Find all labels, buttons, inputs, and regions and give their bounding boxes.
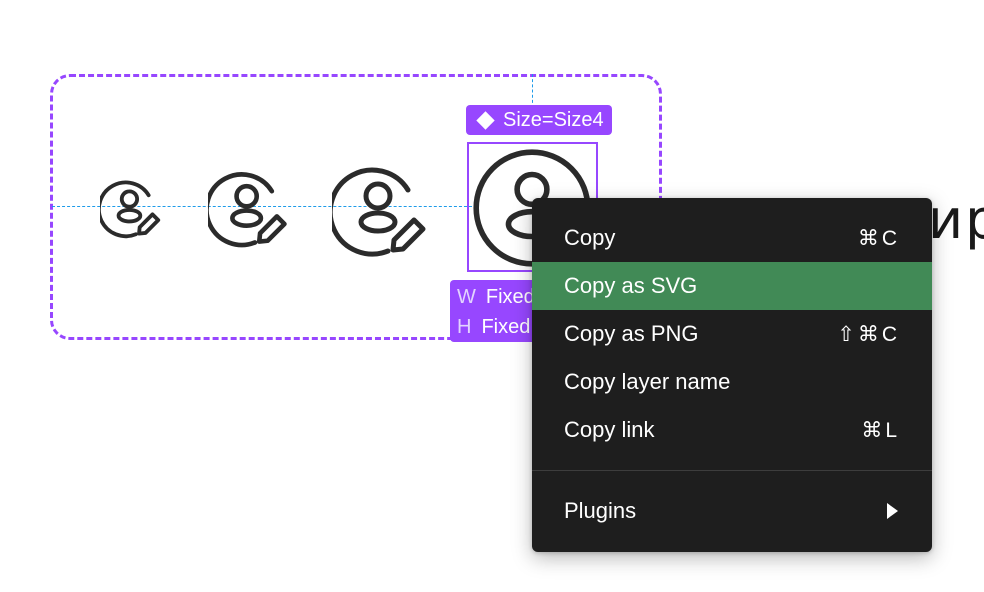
width-key: W	[457, 286, 476, 308]
component-diamond-icon	[476, 110, 495, 130]
user-edit-icon[interactable]	[100, 176, 164, 240]
menu-item-shortcut: ⌘L	[861, 418, 900, 442]
menu-item-label: Plugins	[564, 498, 637, 523]
height-key: H	[457, 316, 472, 338]
variant-property-label[interactable]: Size=Size4	[466, 105, 612, 135]
menu-item-label: Copy layer name	[564, 369, 731, 394]
user-edit-icon[interactable]	[208, 166, 292, 250]
menu-item-label: Copy link	[564, 417, 655, 442]
alignment-guide-vertical	[532, 74, 533, 134]
height-value: Fixed	[481, 316, 531, 338]
submenu-arrow-icon	[887, 503, 898, 519]
menu-item-label: Copy as PNG	[564, 321, 699, 346]
menu-item-copy-as-png[interactable]: Copy as PNG ⇧⌘C	[532, 310, 932, 358]
menu-item-copy-link[interactable]: Copy link ⌘L	[532, 406, 932, 454]
menu-divider	[532, 470, 932, 471]
menu-item-shortcut: ⌘C	[857, 226, 900, 250]
menu-item-label: Copy	[564, 225, 616, 250]
menu-item-copy-layer-name[interactable]: Copy layer name	[532, 358, 932, 406]
menu-item-copy-as-svg[interactable]: Copy as SVG	[532, 262, 932, 310]
background-canvas-text: ир	[928, 188, 984, 251]
height-constraint-row: H Fixed	[457, 312, 536, 342]
menu-item-plugins[interactable]: Plugins	[532, 487, 932, 535]
context-menu: Copy ⌘C Copy as SVG Copy as PNG ⇧⌘C Copy…	[532, 198, 932, 552]
menu-item-shortcut: ⇧⌘C	[837, 322, 900, 346]
width-constraint-row: W Fixed	[457, 282, 536, 312]
alignment-guide-horizontal	[52, 206, 472, 207]
variant-property-text: Size=Size4	[503, 109, 604, 131]
width-value: Fixed	[485, 286, 535, 308]
menu-item-label: Copy as SVG	[564, 273, 698, 298]
menu-item-copy[interactable]: Copy ⌘C	[532, 214, 932, 262]
user-edit-icon[interactable]	[332, 160, 432, 260]
